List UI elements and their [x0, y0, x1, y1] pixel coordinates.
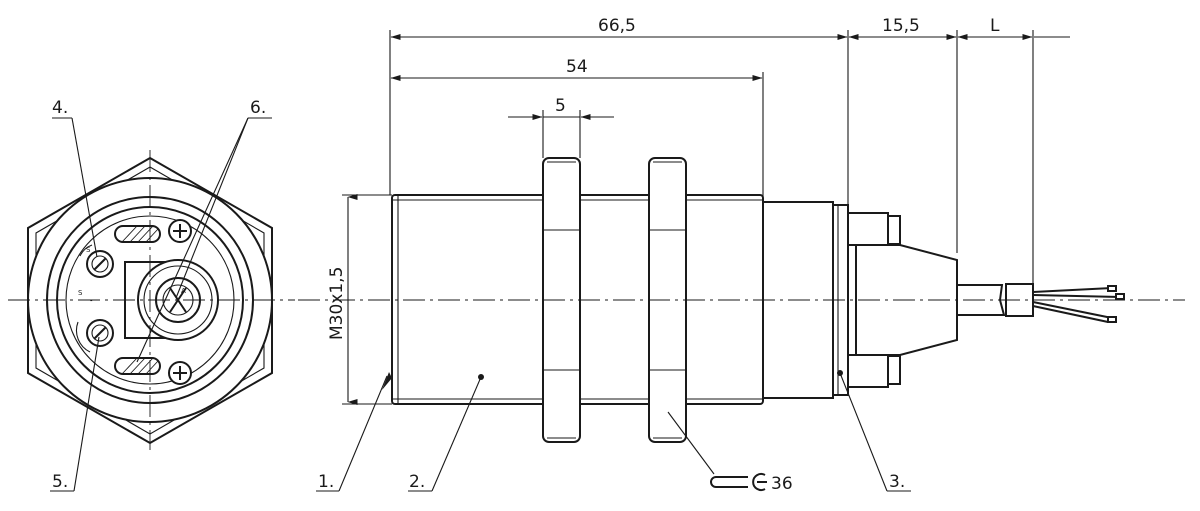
dim-wrench: 36 [771, 474, 793, 494]
dim-cable: L [990, 16, 1000, 36]
side-view: M30x1,5 66,5 15,5 L 54 5 1. 2. 3. [298, 16, 1185, 494]
callout-3: 3. [889, 472, 905, 492]
potentiometer-s1: S [79, 244, 114, 278]
front-view: S S - A 4. 6. 5. [8, 98, 295, 492]
dim-thread: M30x1,5 [327, 267, 347, 340]
callout-5: 5. [52, 472, 68, 492]
screw-icon [168, 361, 192, 385]
dim-body: 54 [566, 57, 588, 77]
callout-6: 6. [250, 98, 266, 118]
wires [1032, 285, 1125, 323]
pot-mark-s2: S [78, 289, 83, 297]
screw-icon [168, 219, 192, 243]
wrench-icon [710, 473, 767, 491]
slot-top [114, 225, 161, 243]
callout-2: 2. [409, 472, 425, 492]
callout-1: 1. [318, 472, 334, 492]
pot-mark-s1: S [86, 246, 91, 254]
pot-mark-minus: - [90, 297, 93, 305]
callout-4: 4. [52, 98, 68, 118]
slot-bottom [114, 357, 161, 375]
dim-overall: 66,5 [598, 16, 636, 36]
potentiometer-s2: S - [75, 289, 114, 353]
led-mark: A [181, 287, 186, 295]
dim-rear: 15,5 [882, 16, 920, 36]
dim-nut: 5 [555, 96, 566, 116]
